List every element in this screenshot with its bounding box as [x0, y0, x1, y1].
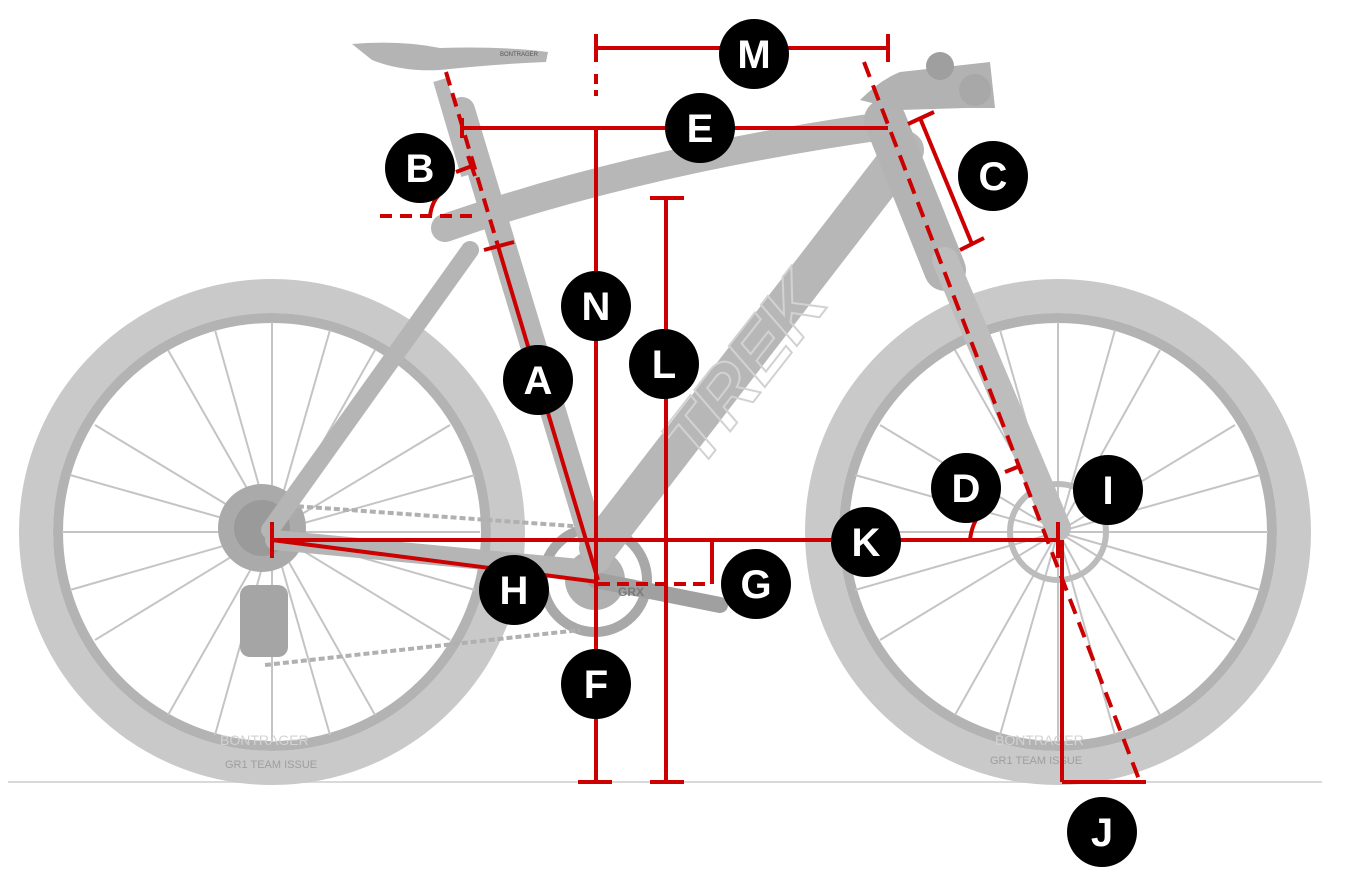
- measure-a-cap: [483, 240, 515, 252]
- label-e: E: [665, 93, 735, 163]
- svg-text:F: F: [584, 663, 608, 707]
- label-i: I: [1073, 455, 1143, 525]
- front-rim-text: BONTRAGER: [995, 732, 1084, 748]
- svg-text:A: A: [524, 359, 553, 403]
- label-c: C: [958, 141, 1028, 211]
- measurement-lines: [270, 34, 1146, 784]
- svg-text:C: C: [979, 155, 1008, 199]
- measure-d-leader: [1004, 464, 1021, 474]
- measure-c-line: [918, 117, 974, 245]
- saddle: BONTRAGER: [352, 42, 548, 177]
- svg-text:D: D: [952, 467, 981, 511]
- measure-b-leader: [455, 164, 473, 174]
- seat-tube-axis: [444, 71, 500, 247]
- label-d: D: [931, 453, 1001, 523]
- label-l: L: [629, 329, 699, 399]
- svg-text:L: L: [652, 343, 676, 387]
- svg-text:J: J: [1091, 811, 1113, 855]
- label-badges: A B C D E F G H I J K L M N: [385, 19, 1143, 867]
- svg-text:G: G: [740, 563, 771, 607]
- svg-text:H: H: [500, 569, 529, 613]
- label-h: H: [479, 555, 549, 625]
- svg-text:E: E: [687, 107, 714, 151]
- svg-text:N: N: [582, 285, 611, 329]
- measure-b-tick: [466, 155, 477, 177]
- saddle-brand-text: BONTRAGER: [500, 52, 539, 58]
- label-n: N: [561, 271, 631, 341]
- label-a: A: [503, 345, 573, 415]
- front-tire-text: GR1 TEAM ISSUE: [990, 755, 1082, 767]
- rear-tire-text: GR1 TEAM ISSUE: [225, 759, 317, 771]
- label-f: F: [561, 649, 631, 719]
- measure-c-cap-top: [907, 110, 935, 126]
- front-wheel: BONTRAGER GR1 TEAM ISSUE: [805, 279, 1311, 785]
- label-m: M: [719, 19, 789, 89]
- rear-rim-text: BONTRAGER: [220, 732, 309, 748]
- label-j: J: [1067, 797, 1137, 867]
- label-k: K: [831, 507, 901, 577]
- svg-text:B: B: [406, 147, 435, 191]
- crank-text: GRX: [618, 585, 644, 599]
- label-g: G: [721, 549, 791, 619]
- measure-c-cap-bottom: [959, 236, 985, 252]
- svg-text:K: K: [852, 521, 881, 565]
- svg-text:I: I: [1102, 469, 1113, 513]
- handlebar: [860, 52, 995, 110]
- svg-text:M: M: [737, 33, 770, 77]
- steering-axis: [862, 61, 1142, 783]
- label-b: B: [385, 133, 455, 203]
